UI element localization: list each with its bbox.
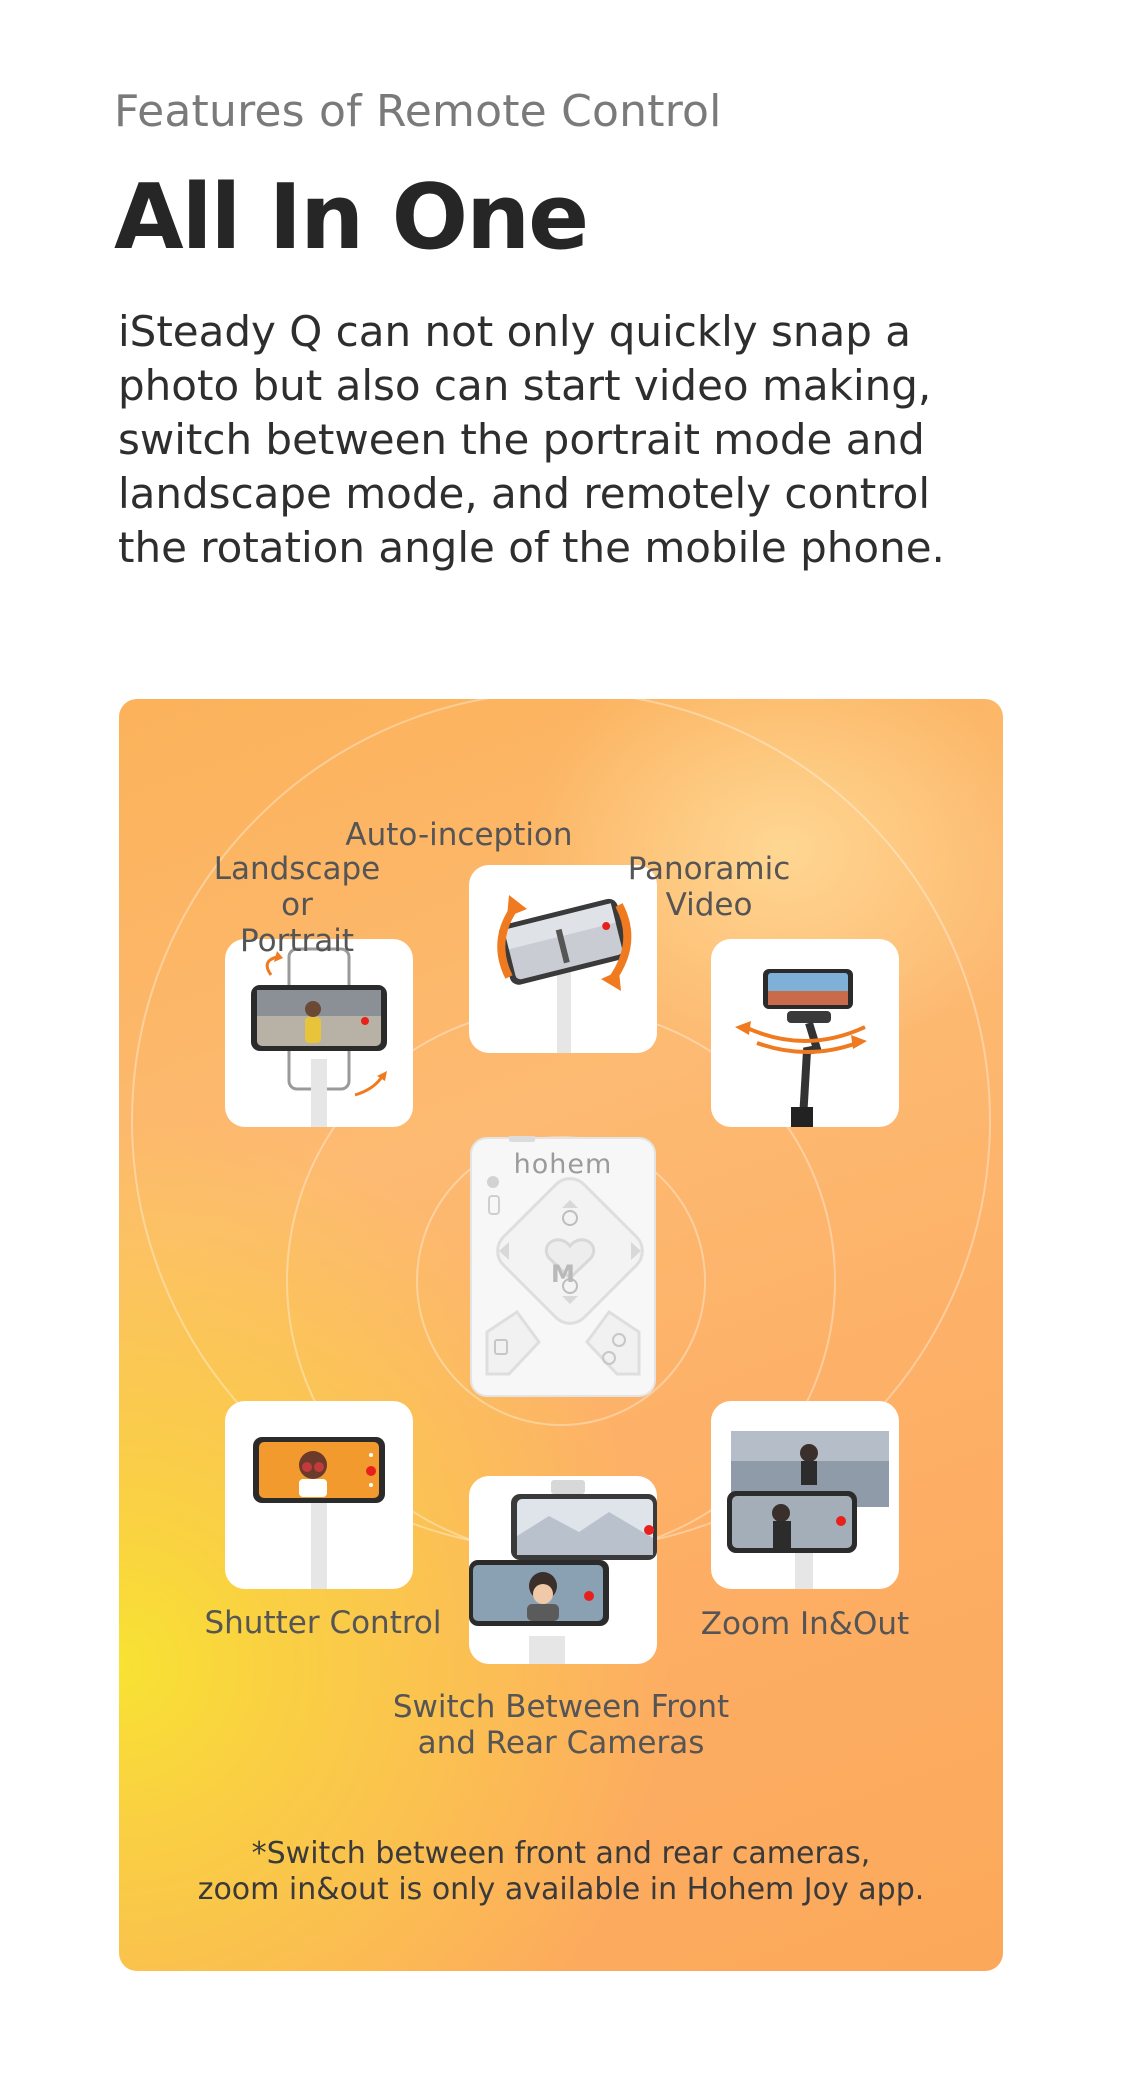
- tile-zoom: [711, 1401, 899, 1589]
- label-switch-cameras: Switch Between Front and Rear Cameras: [392, 1689, 730, 1761]
- label-auto-inception: Auto-inception: [345, 817, 573, 853]
- rotate-arrows-icon: [497, 895, 632, 991]
- auto-inception-illustration: [497, 895, 632, 1053]
- pan-arrows-icon: [735, 1021, 867, 1054]
- zoom-illustration: [727, 1431, 889, 1589]
- page-title: All In One: [114, 165, 589, 270]
- switch-cameras-illustration: [469, 1480, 657, 1664]
- remote-control-illustration: [470, 1136, 656, 1397]
- remote-brand-logo: hohem: [513, 1149, 613, 1180]
- tile-shutter-control: [225, 1401, 413, 1589]
- label-shutter-control: Shutter Control: [204, 1605, 442, 1641]
- feature-description: iSteady Q can not only quickly snap a ph…: [118, 307, 945, 572]
- footnote: *Switch between front and rear cameras, …: [197, 1836, 925, 1907]
- tile-auto-inception: [469, 865, 657, 1053]
- label-panoramic-video: Panoramic Video: [627, 851, 791, 923]
- remote-control: [469, 1136, 657, 1398]
- tile-panoramic-video: [711, 939, 899, 1127]
- remote-m-button-label: M: [551, 1260, 575, 1288]
- tile-landscape-portrait: [225, 939, 413, 1127]
- label-zoom: Zoom In&Out: [700, 1606, 910, 1642]
- tile-switch-cameras: [469, 1476, 657, 1664]
- landscape-portrait-illustration: [251, 947, 387, 1127]
- section-eyebrow: Features of Remote Control: [114, 86, 722, 137]
- label-landscape-portrait: Landscape or Portrait: [213, 851, 381, 959]
- feature-card: Landscape or Portrait Auto-inception: [119, 699, 1003, 1971]
- shutter-control-illustration: [253, 1437, 385, 1589]
- panoramic-video-illustration: [735, 969, 867, 1127]
